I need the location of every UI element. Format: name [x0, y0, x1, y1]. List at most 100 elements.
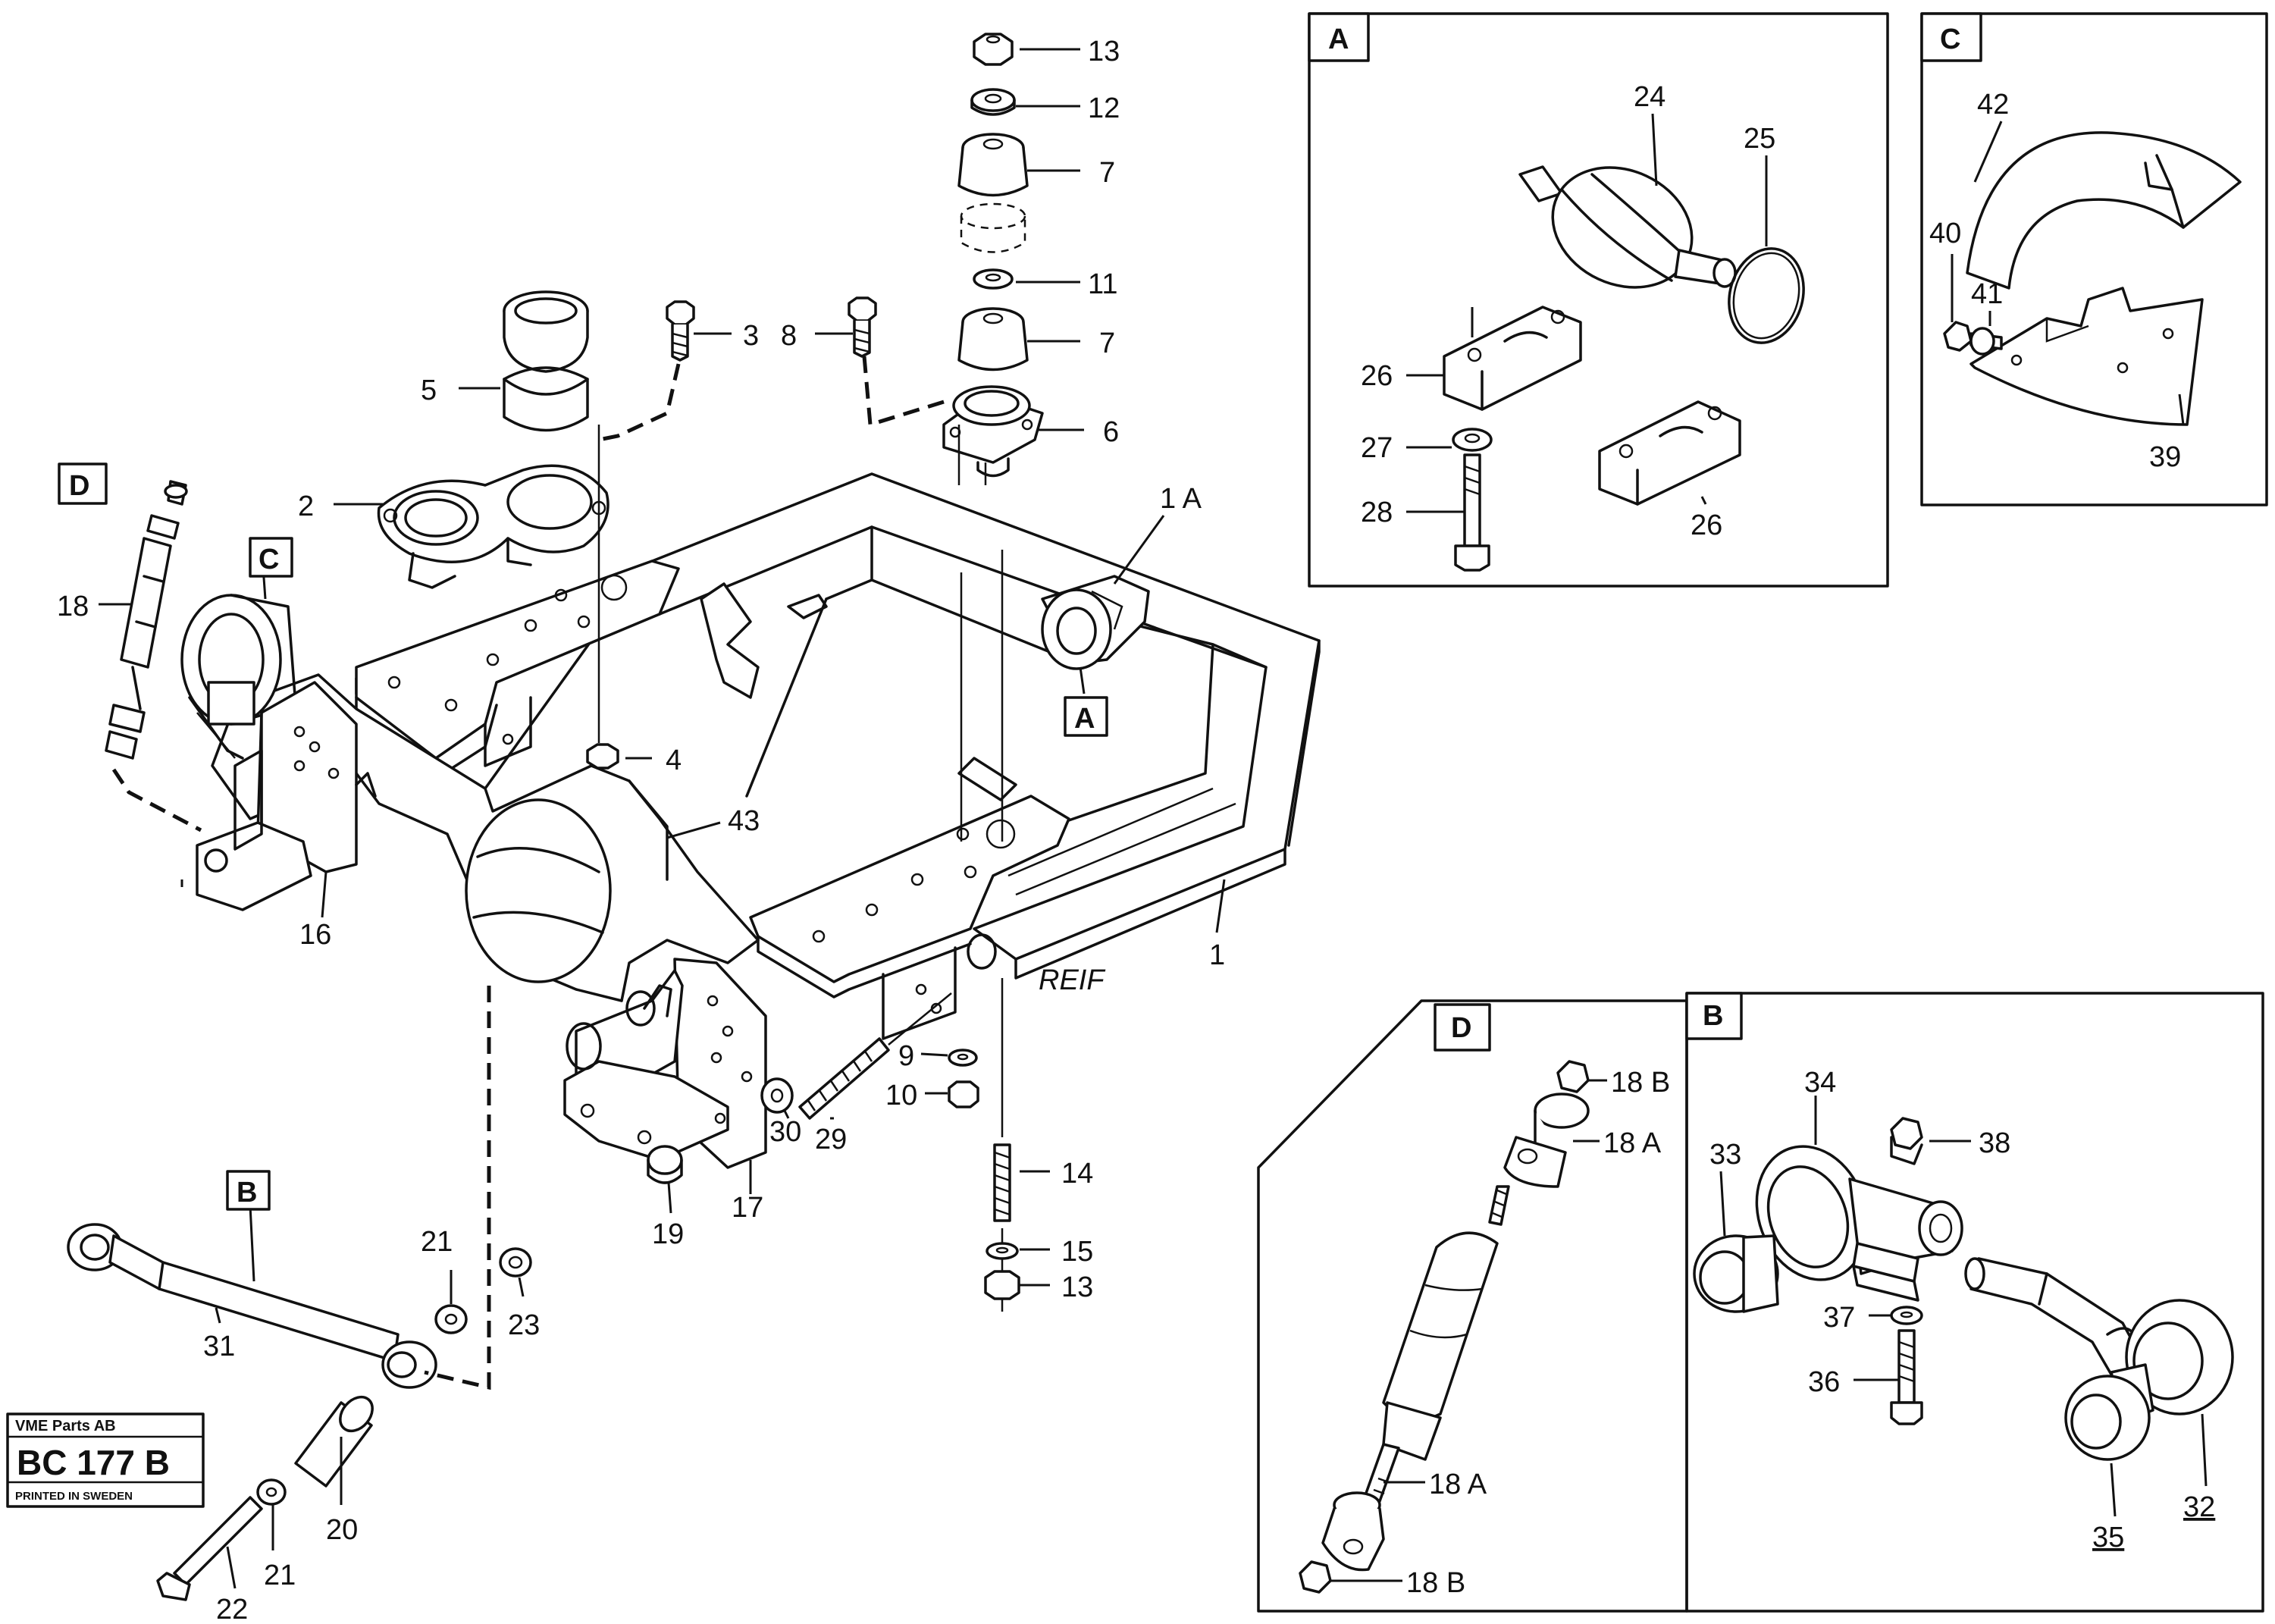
callout-32: 32 [2183, 1491, 2215, 1523]
callout-13-top: 13 [1088, 36, 1120, 67]
bolt-part-8 [848, 296, 877, 358]
callout-6: 6 [1103, 416, 1119, 448]
shock-absorber-part-18 [105, 480, 188, 760]
callout-10: 10 [885, 1080, 917, 1111]
ref-code: BC 177 B [17, 1443, 170, 1482]
callout-22: 22 [216, 1594, 248, 1624]
callout-20: 20 [326, 1514, 358, 1546]
callout-4: 4 [666, 745, 682, 776]
callout-29: 29 [815, 1124, 847, 1155]
nut-part-10 [948, 1080, 979, 1108]
sleeve-part-20 [294, 1395, 374, 1488]
callout-7-lower: 7 [1099, 328, 1115, 359]
detail-d-label: D [1451, 1012, 1471, 1044]
callout-17: 17 [732, 1192, 763, 1224]
callout-33: 33 [1709, 1139, 1741, 1171]
nut-part-19 [647, 1145, 683, 1184]
callout-18b-bottom: 18 B [1406, 1567, 1465, 1599]
callout-labels: 13 12 7 11 7 6 3 8 5 2 4 1 A 43 1 9 10 1… [57, 36, 1225, 1624]
torque-rod-part-31 [67, 1223, 437, 1389]
lower-mounting-plate: REIF [749, 795, 1105, 1040]
reference-block: VME Parts AB BC 177 B PRINTED IN SWEDEN [6, 1412, 205, 1508]
callout-18a-bottom: 18 A [1429, 1469, 1487, 1500]
washer-part-11 [973, 268, 1014, 290]
callout-41: 41 [1971, 278, 2003, 310]
nut-part-13-top [973, 33, 1014, 66]
callout-34: 34 [1804, 1067, 1836, 1099]
washer-part-21-lower [256, 1478, 287, 1506]
washer-part-30 [760, 1077, 794, 1114]
callout-26-lower: 26 [1691, 509, 1722, 541]
callout-24: 24 [1634, 81, 1666, 113]
detail-panel-c: C 42 40 41 39 [1920, 12, 2268, 506]
callout-11: 11 [1088, 268, 1117, 300]
callout-25: 25 [1744, 123, 1775, 155]
ref-company: VME Parts AB [15, 1418, 116, 1434]
nut-part-23 [499, 1247, 532, 1278]
callout-1a: 1 A [1160, 483, 1202, 515]
callout-5: 5 [421, 375, 437, 406]
detail-b-label: B [1703, 1000, 1723, 1032]
callout-38: 38 [1979, 1127, 2010, 1159]
detail-panel-d: D 18 B 18 A 18 A 18 B [1257, 999, 1688, 1613]
callout-15: 15 [1061, 1236, 1093, 1268]
dashed-connection-lines [111, 356, 945, 1390]
box-label-a-inline: A [1074, 703, 1095, 735]
callout-40: 40 [1929, 218, 1961, 249]
box-label-c-inline: C [259, 544, 279, 575]
bracket-part-17 [563, 958, 767, 1169]
callout-27: 27 [1361, 432, 1393, 464]
callout-30: 30 [769, 1116, 801, 1148]
callout-12: 12 [1088, 92, 1120, 124]
nut-part-4 [586, 743, 619, 770]
callout-1: 1 [1209, 939, 1225, 971]
callout-2: 2 [298, 491, 314, 522]
washer-part-12 [970, 88, 1016, 116]
rubber-part-7-upper [957, 133, 1029, 197]
callout-39: 39 [2149, 441, 2181, 473]
stud-part-29 [798, 992, 952, 1120]
inner-bracket [700, 582, 1017, 801]
box-label-d-inline: D [69, 470, 89, 502]
washer-part-9 [948, 1049, 978, 1067]
nut-part-13-bottom [984, 1270, 1020, 1300]
callout-8: 8 [781, 320, 797, 352]
callout-14: 14 [1061, 1158, 1093, 1190]
callout-21-upper: 21 [421, 1226, 453, 1258]
callout-21-lower: 21 [264, 1560, 296, 1591]
stamp-reif: REIF [1039, 964, 1105, 996]
callout-3: 3 [743, 320, 759, 352]
detail-panel-a: A 24 25 [1308, 12, 1889, 588]
bracket-part-16 [196, 681, 377, 911]
double-plate-part-2 [377, 464, 609, 589]
callout-42: 42 [1977, 89, 2009, 121]
callout-9: 9 [898, 1040, 914, 1072]
callout-18b-top: 18 B [1611, 1067, 1670, 1099]
inline-box-labels: D C A B [58, 462, 1108, 1211]
rubber-part-7-lower [957, 307, 1029, 372]
leader-lines [99, 48, 1226, 1589]
callout-26-upper: 26 [1361, 360, 1393, 392]
rubber-cushion-part-5 [503, 290, 589, 432]
callout-31: 31 [203, 1331, 235, 1362]
stud-part-14 [993, 1143, 1011, 1222]
callout-19: 19 [652, 1218, 684, 1250]
callout-16: 16 [299, 919, 331, 951]
bolt-part-22 [156, 1496, 263, 1601]
ref-printed: PRINTED IN SWEDEN [15, 1490, 133, 1503]
spacer-dashed [960, 202, 1026, 253]
detail-panel-b: B [1685, 992, 2264, 1613]
callout-43: 43 [728, 805, 760, 837]
detail-a-label: A [1328, 24, 1349, 55]
callout-13-bottom: 13 [1061, 1271, 1093, 1303]
bolt-part-3 [666, 300, 695, 362]
callout-18a-top: 18 A [1603, 1127, 1662, 1159]
callout-7-upper: 7 [1099, 157, 1115, 189]
callout-23: 23 [508, 1309, 540, 1341]
callout-36: 36 [1808, 1366, 1840, 1398]
bushing-part-1a [1041, 575, 1150, 670]
callout-18: 18 [57, 591, 89, 622]
callout-37: 37 [1823, 1302, 1855, 1334]
detail-c-label: C [1940, 24, 1960, 55]
